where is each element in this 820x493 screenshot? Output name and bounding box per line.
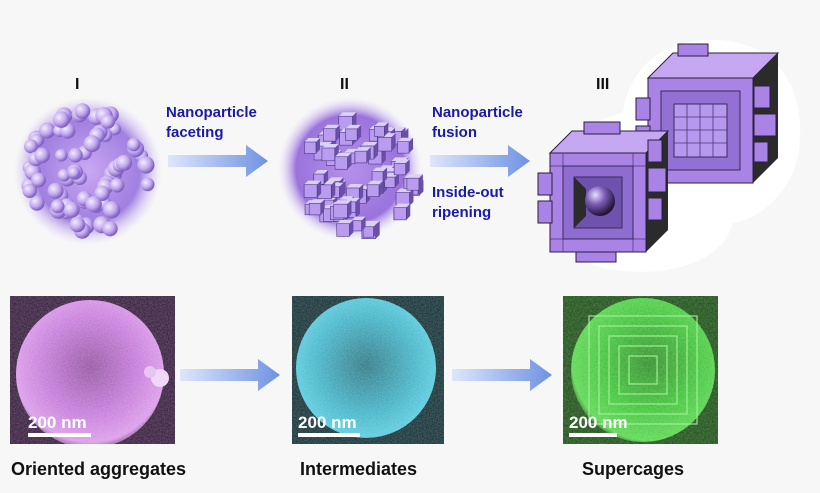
- step-fusion-line1: Nanoparticle: [432, 104, 523, 121]
- faceted-nanocube: [336, 219, 354, 237]
- nanoparticle-sphere: [100, 114, 116, 129]
- caption-intermediates: Intermediates: [300, 459, 418, 479]
- nanoparticle-sphere: [85, 196, 102, 213]
- nanoparticle-sphere: [94, 185, 110, 201]
- micrograph-image-2: [292, 296, 444, 444]
- nanoparticle-sphere: [34, 147, 50, 164]
- arrow-micrograph-2: [452, 359, 552, 391]
- faceted-nanocube: [303, 180, 322, 198]
- nanoparticle-sphere: [50, 199, 65, 214]
- nanoparticle-sphere: [109, 178, 125, 193]
- faceted-nanocube: [395, 188, 414, 207]
- nanoparticle-sphere: [39, 122, 55, 139]
- caption-supercages: Supercages: [582, 459, 685, 479]
- scale-label-1: 200 nm: [28, 413, 87, 432]
- supercage-illustration: [537, 39, 801, 272]
- faceted-nanocube: [345, 124, 362, 141]
- gold-core-sphere: [585, 186, 615, 216]
- nanoparticle-sphere: [53, 111, 70, 128]
- nanoparticle-sphere: [63, 201, 80, 218]
- scale-label-2: 200 nm: [298, 413, 357, 432]
- micrograph-image-1: [10, 296, 175, 444]
- faceted-nanocube: [346, 183, 364, 202]
- stage-label-1: I: [75, 76, 80, 93]
- nanoparticle-sphere: [29, 195, 45, 211]
- nanoparticle-sphere: [22, 183, 37, 198]
- faceted-nanocube: [393, 203, 411, 221]
- step-ripening-line1: Inside-out: [432, 184, 504, 201]
- nanoparticle-sphere: [55, 149, 68, 162]
- nanoparticle-sphere: [68, 147, 83, 163]
- nanoparticle-sphere: [115, 154, 133, 171]
- nanoparticle-sphere: [74, 103, 91, 119]
- faceted-nanocube: [350, 216, 366, 232]
- step-faceting-label: Nanoparticle faceting: [166, 103, 257, 143]
- faceted-nanocube: [334, 152, 352, 170]
- caption-oriented-aggregates: Oriented aggregates: [11, 459, 187, 479]
- step-fusion-label: Nanoparticle fusion: [432, 103, 523, 143]
- step-ripening-label: Inside-out ripening: [432, 183, 504, 223]
- arrow-faceting: [168, 145, 268, 177]
- faceted-nanocube: [304, 137, 320, 154]
- nanoparticle-sphere: [137, 156, 155, 174]
- nanoparticle-sphere: [102, 221, 118, 237]
- stage-label-3: III: [596, 76, 610, 93]
- step-faceting-line1: Nanoparticle: [166, 104, 257, 121]
- supercage-front: [537, 121, 670, 263]
- faceted-nanocube: [323, 124, 340, 142]
- faceted-nanocube: [374, 122, 389, 137]
- scale-label-3: 200 nm: [569, 413, 628, 432]
- nanoparticle-sphere: [67, 166, 80, 179]
- nanoparticle-sphere: [140, 177, 155, 192]
- scale-bar-3: [569, 433, 617, 437]
- nanoparticle-sphere: [23, 139, 38, 154]
- faceted-nanocube: [397, 137, 414, 154]
- nanoparticle-sphere: [103, 201, 121, 219]
- micrograph-intermediates: 200 nm: [292, 296, 444, 444]
- nanoparticle-sphere: [47, 182, 64, 199]
- nanoparticle-sphere: [31, 172, 46, 188]
- scale-bar-2: [298, 433, 360, 437]
- nanoparticle-sphere: [69, 216, 86, 233]
- faceted-nanocube: [393, 159, 410, 176]
- nanoparticle-sphere: [127, 137, 141, 152]
- faceted-nanocube: [333, 200, 352, 219]
- step-ripening-line2: ripening: [432, 204, 492, 221]
- faceted-intermediate-illustration: [278, 97, 424, 241]
- faceted-nanocube: [371, 167, 388, 183]
- micrograph-image-3: [563, 296, 718, 444]
- nanoparticle-sphere: [83, 135, 101, 153]
- faceted-nanocube: [313, 170, 329, 185]
- micrograph-oriented-aggregates: 200 nm: [10, 296, 175, 444]
- faceted-nanocube: [366, 180, 383, 197]
- faceted-nanocube: [406, 174, 423, 191]
- arrow-micrograph-1: [180, 359, 280, 391]
- faceted-nanocube: [354, 147, 371, 164]
- faceted-nanocube: [362, 222, 378, 238]
- micrograph-supercages: 200 nm: [563, 296, 718, 444]
- arrow-fusion: [430, 145, 530, 177]
- faceted-nanocube: [308, 199, 325, 216]
- step-fusion-line2: fusion: [432, 124, 477, 141]
- step-faceting-line2: faceting: [166, 124, 224, 141]
- scale-bar-1: [28, 433, 91, 437]
- supercage-back: [635, 43, 780, 184]
- stage-label-2: II: [340, 76, 349, 93]
- oriented-aggregate-illustration: [14, 97, 162, 245]
- faceted-nanocube: [377, 133, 396, 152]
